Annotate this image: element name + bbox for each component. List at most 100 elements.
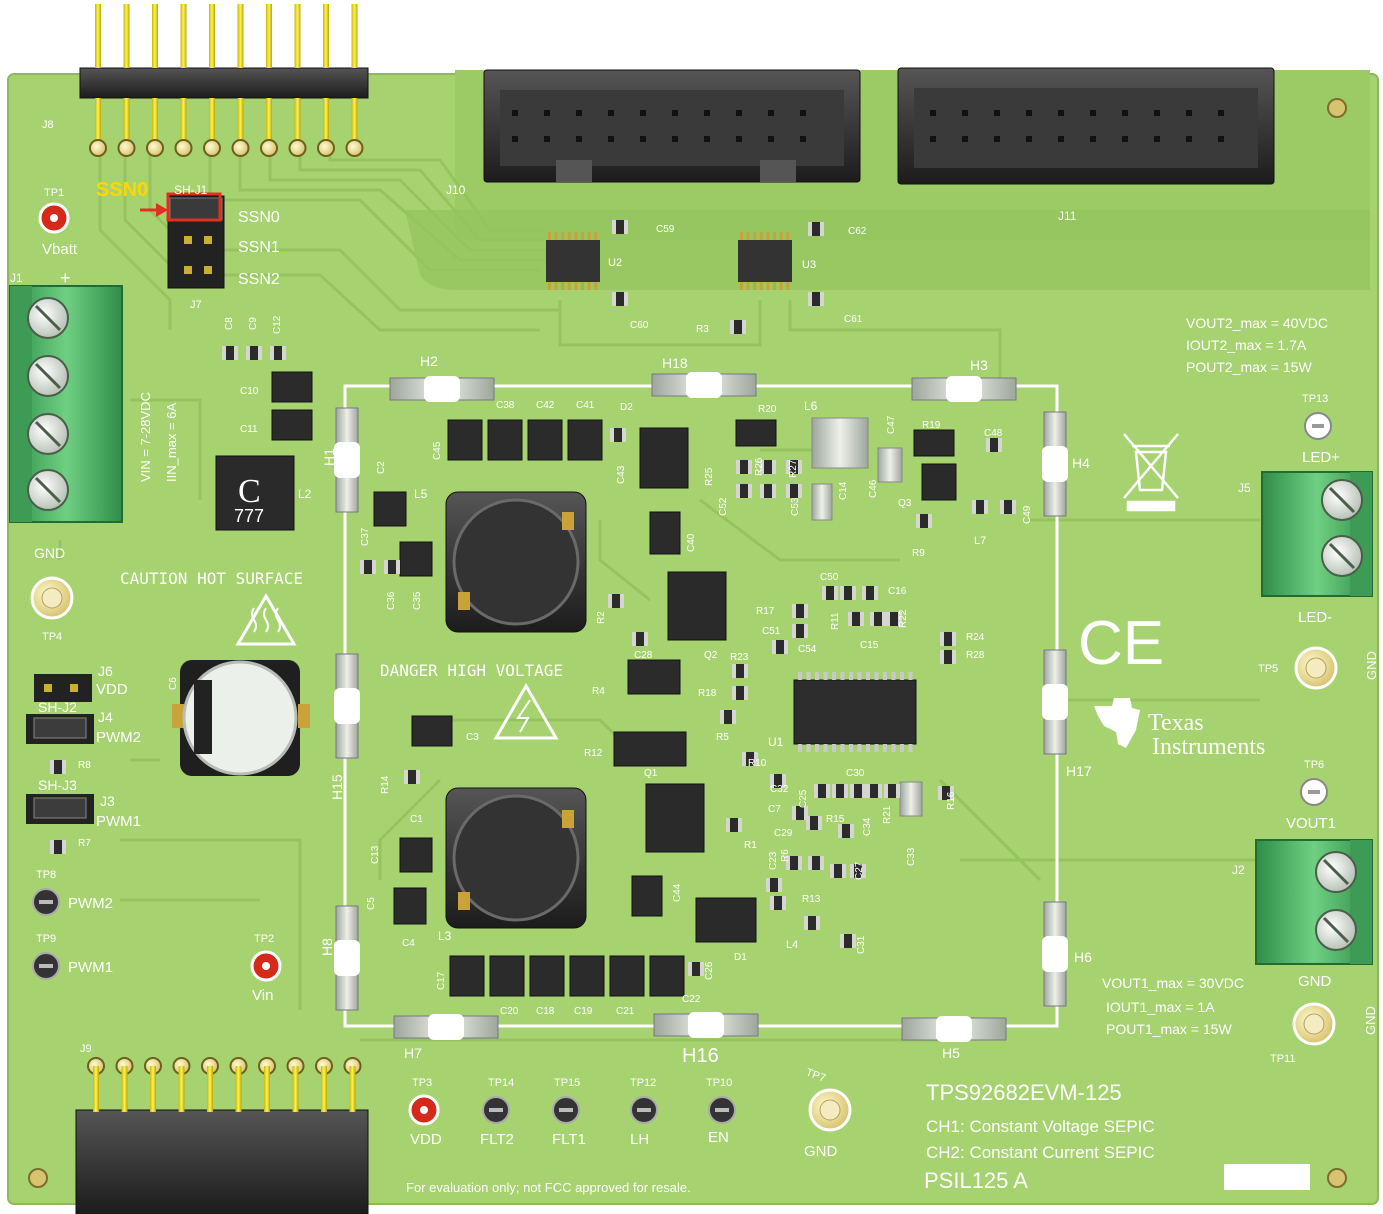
refdes-c30: C30	[846, 768, 865, 779]
svg-text:CH1: Constant Voltage SEPIC: CH1: Constant Voltage SEPIC	[926, 1117, 1155, 1136]
refdes-r5: R5	[716, 732, 729, 743]
refdes-c23: C23	[768, 851, 779, 870]
refdes-c17: C17	[436, 971, 447, 990]
refdes-c19: C19	[574, 1006, 593, 1017]
svg-text:VIN = 7-28VDC: VIN = 7-28VDC	[138, 392, 153, 482]
refdes-r1: R1	[744, 840, 757, 851]
u2-ic	[546, 232, 600, 290]
u3-ic	[738, 232, 792, 290]
refdes-r9: R9	[912, 548, 925, 559]
refdes-c50: C50	[820, 572, 839, 583]
svg-text:Vin: Vin	[252, 987, 273, 1004]
ssn0-callout-arrow	[140, 203, 168, 217]
refdes-c59: C59	[656, 224, 675, 235]
svg-text:CE: CE	[1078, 609, 1164, 678]
svg-text:J5: J5	[1238, 481, 1251, 495]
refdes-c40: C40	[686, 533, 697, 552]
ssn0-callout-label: SSN0	[96, 179, 148, 201]
svg-text:U3: U3	[802, 259, 816, 271]
refdes-r18: R18	[698, 688, 717, 699]
refdes-c22: C22	[682, 994, 701, 1005]
svg-text:Q3: Q3	[898, 498, 912, 509]
refdes-c46: C46	[868, 479, 879, 498]
refdes-c62: C62	[848, 226, 867, 237]
refdes-c43: C43	[616, 465, 627, 484]
svg-text:Vbatt: Vbatt	[42, 241, 78, 258]
refdes-c8: C8	[224, 317, 235, 330]
svg-text:GND: GND	[1298, 973, 1332, 990]
l5-power-inductor	[445, 491, 587, 633]
svg-text:LED+: LED+	[1302, 449, 1340, 466]
refdes-r2: R2	[596, 611, 607, 624]
svg-text:L6: L6	[804, 399, 818, 413]
refdes-c49: C49	[1022, 505, 1033, 524]
svg-text:VOUT1: VOUT1	[1286, 815, 1336, 832]
svg-text:H1: H1	[321, 448, 337, 466]
refdes-r10: R10	[748, 758, 767, 769]
refdes-r23: R23	[730, 652, 749, 663]
svg-text:TP12: TP12	[630, 1077, 656, 1089]
refdes-r28: R28	[966, 650, 985, 661]
svg-text:SSN2: SSN2	[238, 271, 280, 288]
svg-text:H17: H17	[1066, 763, 1092, 779]
hot-surface-symbol	[235, 593, 297, 646]
refdes-c34: C34	[862, 817, 873, 836]
refdes-c25: C25	[798, 789, 809, 808]
corner-holes	[28, 98, 1347, 1188]
svg-text:IOUT1_max = 1A: IOUT1_max = 1A	[1106, 999, 1215, 1015]
weee-bin-symbol	[1123, 433, 1179, 512]
svg-text:CH2: Constant Current SEPIC: CH2: Constant Current SEPIC	[926, 1143, 1155, 1162]
c6-electrolytic-cap	[172, 660, 310, 776]
svg-text:LED-: LED-	[1298, 609, 1332, 626]
svg-text:TP10: TP10	[706, 1077, 732, 1089]
svg-text:Q2: Q2	[704, 650, 718, 661]
left-jumpers	[26, 674, 94, 824]
svg-text:PWM2: PWM2	[96, 729, 141, 746]
svg-text:TP8: TP8	[36, 869, 56, 881]
svg-text:D2: D2	[620, 402, 633, 413]
refdes-c37: C37	[360, 527, 371, 546]
svg-text:L2: L2	[298, 487, 312, 501]
refdes-c9: C9	[248, 317, 259, 330]
refdes-r22: R22	[898, 609, 909, 628]
refdes-c26: C26	[704, 961, 715, 980]
power-transistors	[639, 427, 957, 943]
svg-text:TP5: TP5	[1258, 663, 1278, 675]
svg-text:H16: H16	[682, 1045, 719, 1067]
svg-text:U1: U1	[768, 735, 784, 749]
svg-text:PWM1: PWM1	[68, 959, 113, 976]
refdes-c41: C41	[576, 400, 595, 411]
svg-text:H8: H8	[319, 938, 335, 956]
refdes-r16: R16	[946, 791, 957, 810]
svg-text:J3: J3	[100, 793, 115, 809]
svg-text:TP4: TP4	[42, 631, 62, 643]
svg-text:L3: L3	[438, 929, 452, 943]
refdes-c28: C28	[634, 650, 653, 661]
refdes-c47: C47	[886, 415, 897, 434]
svg-text:J1: J1	[10, 271, 23, 285]
svg-text:VOUT2_max = 40VDC: VOUT2_max = 40VDC	[1186, 315, 1328, 331]
svg-text:J8: J8	[42, 119, 54, 131]
svg-text:L4: L4	[786, 939, 798, 951]
refdes-c1: C1	[410, 814, 423, 825]
svg-text:J6: J6	[98, 663, 113, 679]
refdes-r13: R13	[802, 894, 821, 905]
test-points	[30, 202, 1338, 1132]
refdes-c11: C11	[240, 424, 258, 435]
refdes-c31: C31	[856, 935, 867, 954]
refdes-r19: R19	[922, 420, 941, 431]
svg-text:L5: L5	[414, 487, 428, 501]
refdes-r27: R27	[788, 459, 799, 478]
svg-text:GND: GND	[34, 545, 65, 561]
svg-text:TP3: TP3	[412, 1077, 432, 1089]
refdes-r12: R12	[584, 748, 603, 759]
serial-label-box	[1224, 1164, 1310, 1190]
refdes-r3: R3	[696, 324, 709, 335]
refdes-r21: R21	[882, 805, 893, 824]
svg-text:VDD: VDD	[410, 1131, 442, 1148]
refdes-r20: R20	[758, 404, 777, 415]
j2-terminal-block	[1255, 839, 1373, 965]
j10-box-header	[483, 69, 861, 183]
svg-text:H18: H18	[662, 355, 688, 371]
svg-text:GND: GND	[1363, 1006, 1378, 1035]
